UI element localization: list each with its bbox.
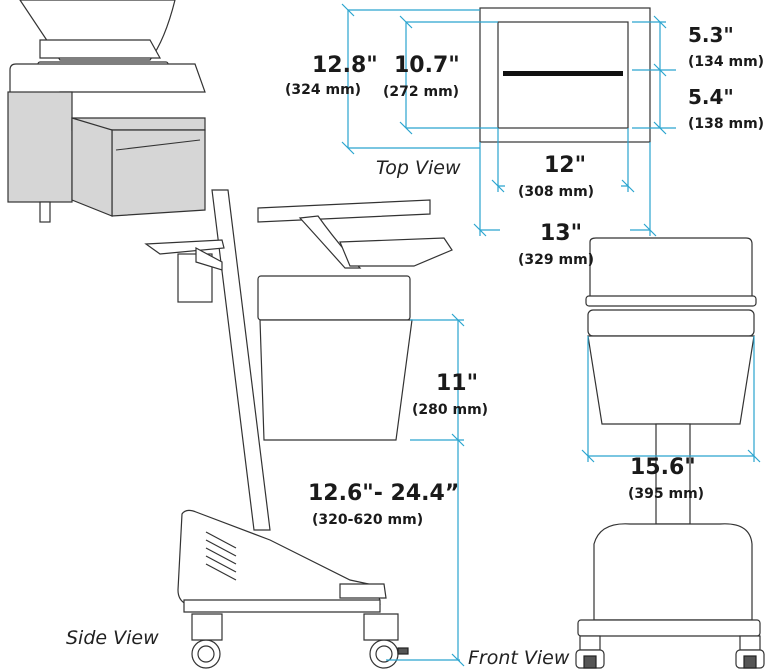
inner-width-mm: (308 mm) [518, 184, 594, 200]
upper-compartment-mm: (134 mm) [688, 54, 764, 70]
bin-detail-illustration [7, 0, 206, 223]
side-view-bin [259, 319, 413, 441]
bin-width-mm: (395 mm) [628, 486, 704, 502]
front-view-label: Front View [468, 647, 570, 669]
outer-height-inches: 12.8" [312, 53, 378, 78]
top-view-label: Top View [376, 157, 461, 179]
side-view-wheels [191, 613, 409, 669]
bin-clearance-inches: 12.6"- 24.4” [308, 481, 459, 506]
bin-clearance-mm: (320-620 mm) [312, 512, 423, 528]
front-view-wheels [575, 635, 765, 669]
side-view-bin-lid [257, 275, 411, 321]
top-view [341, 3, 676, 268]
front-view-base [593, 523, 753, 621]
view-labels: Top View Side View Front View [66, 157, 570, 669]
top-view-divider [503, 71, 623, 76]
outer-height-mm: (324 mm) [285, 82, 361, 98]
lower-compartment-mm: (138 mm) [688, 116, 764, 132]
side-view-label: Side View [66, 627, 159, 649]
bin-width-inches: 15.6" [630, 455, 696, 480]
inner-width-inches: 12" [544, 153, 586, 178]
front-view-cart [575, 237, 765, 669]
inner-height-inches: 10.7" [394, 53, 460, 78]
front-view-bin-lid [587, 309, 755, 337]
dimension-labels: 12.8" (324 mm) 10.7" (272 mm) 5.3" (134 … [285, 23, 764, 528]
vent-icon [205, 531, 237, 581]
bin-height-mm: (280 mm) [412, 402, 488, 418]
front-view-bin [587, 335, 755, 425]
upper-compartment-inches: 5.3" [688, 23, 734, 47]
outer-width-inches: 13" [540, 221, 582, 246]
lower-compartment-inches: 5.4" [688, 85, 734, 109]
side-view-cart [144, 189, 465, 669]
bin-height-inches: 11" [436, 371, 478, 396]
outer-width-mm: (329 mm) [518, 252, 594, 268]
inner-height-mm: (272 mm) [383, 84, 459, 100]
